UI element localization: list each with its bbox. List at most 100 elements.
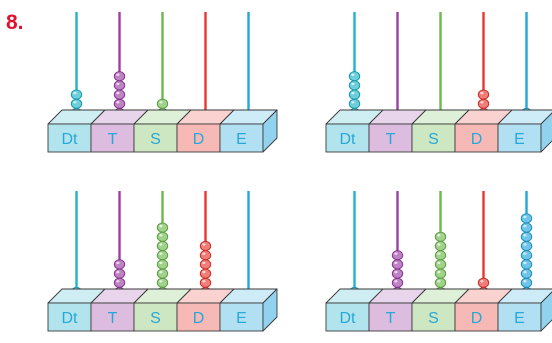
bead-highlight [523,224,527,228]
base-cell-dt [325,302,370,332]
bead-s [434,250,447,261]
base-side [262,109,278,153]
bead-highlight [523,243,527,246]
bead-t [391,268,404,279]
base-side [540,291,552,332]
base-cell-dt [47,123,92,153]
bead-d [199,240,212,252]
column-label-d: D [471,131,483,148]
column-label-d: D [193,310,205,327]
bead-highlight [202,252,206,255]
bead-highlight [394,280,398,283]
column-label-e: E [236,310,247,327]
bead-d [199,268,212,279]
bead-s [156,222,169,233]
bead-highlight [159,280,163,283]
column-label-d: D [193,131,205,148]
bead-highlight [480,280,484,283]
base-cell-d [176,302,221,332]
bead-s [434,268,447,279]
bead-dt [348,89,361,100]
column-label-t: T [108,131,118,148]
base-cell-t [90,302,135,332]
column-label-s: S [150,310,161,327]
bead-t [113,98,126,109]
bead-highlight [523,280,527,283]
bead-e [520,240,533,252]
bead-highlight [523,270,527,274]
column-label-d: D [471,310,483,327]
bead-highlight [159,101,163,104]
base-cell-t [368,302,413,332]
base-cell-d [176,123,221,153]
base-cell-e [219,302,264,332]
base-cell-s [411,123,456,153]
bead-e [520,259,533,270]
bead-dt [348,71,361,82]
bead-highlight [159,252,163,255]
bead-dt [348,80,361,91]
bead-e [520,213,533,224]
bead-dt [70,89,83,100]
bead-e [520,250,533,261]
base-side [262,288,278,332]
base-cell-dt [325,123,370,153]
column-label-s: S [150,131,161,148]
column-label-dt: Dt [62,131,79,148]
bead-dt [348,98,361,109]
bead-d [477,98,490,109]
bead-highlight [437,252,441,255]
bead-highlight [351,91,355,95]
column-label-dt: Dt [340,310,357,327]
base-side [540,112,552,153]
bead-s [434,277,447,288]
bead-e [520,222,533,233]
bead-highlight [523,234,527,237]
bead-highlight [523,252,527,255]
bead-highlight [202,243,206,246]
bead-highlight [394,261,398,265]
bead-s [156,259,169,270]
bead-t [113,259,126,270]
bead-highlight [116,280,120,283]
bead-highlight [480,91,484,95]
exercise-number: 8. [6,11,24,34]
column-label-s: S [428,131,439,148]
bead-highlight [480,101,484,104]
bead-s [434,231,447,242]
bead-d [199,259,212,270]
bead-highlight [437,261,441,265]
bead-s [434,240,447,252]
column-label-dt: Dt [340,131,357,148]
column-label-t: T [386,131,396,148]
bead-d [199,250,212,261]
bead-highlight [202,270,206,274]
bead-highlight [116,73,120,76]
bead-dt [70,98,83,109]
bead-s [156,231,169,242]
bead-highlight [159,270,163,274]
base-cell-t [368,123,413,153]
bead-d [199,277,212,288]
bead-highlight [437,234,441,237]
bead-highlight [73,101,77,104]
base-cell-t [90,123,135,153]
bead-highlight [116,101,120,104]
bead-d [477,89,490,100]
bead-t [113,71,126,82]
bead-s [156,268,169,279]
column-label-t: T [386,310,396,327]
bead-highlight [159,234,163,237]
bead-highlight [394,252,398,255]
bead-highlight [202,261,206,265]
bead-highlight [116,82,120,86]
base-cell-e [497,302,542,332]
column-label-e: E [514,310,525,327]
bead-highlight [116,270,120,274]
bead-highlight [159,261,163,265]
